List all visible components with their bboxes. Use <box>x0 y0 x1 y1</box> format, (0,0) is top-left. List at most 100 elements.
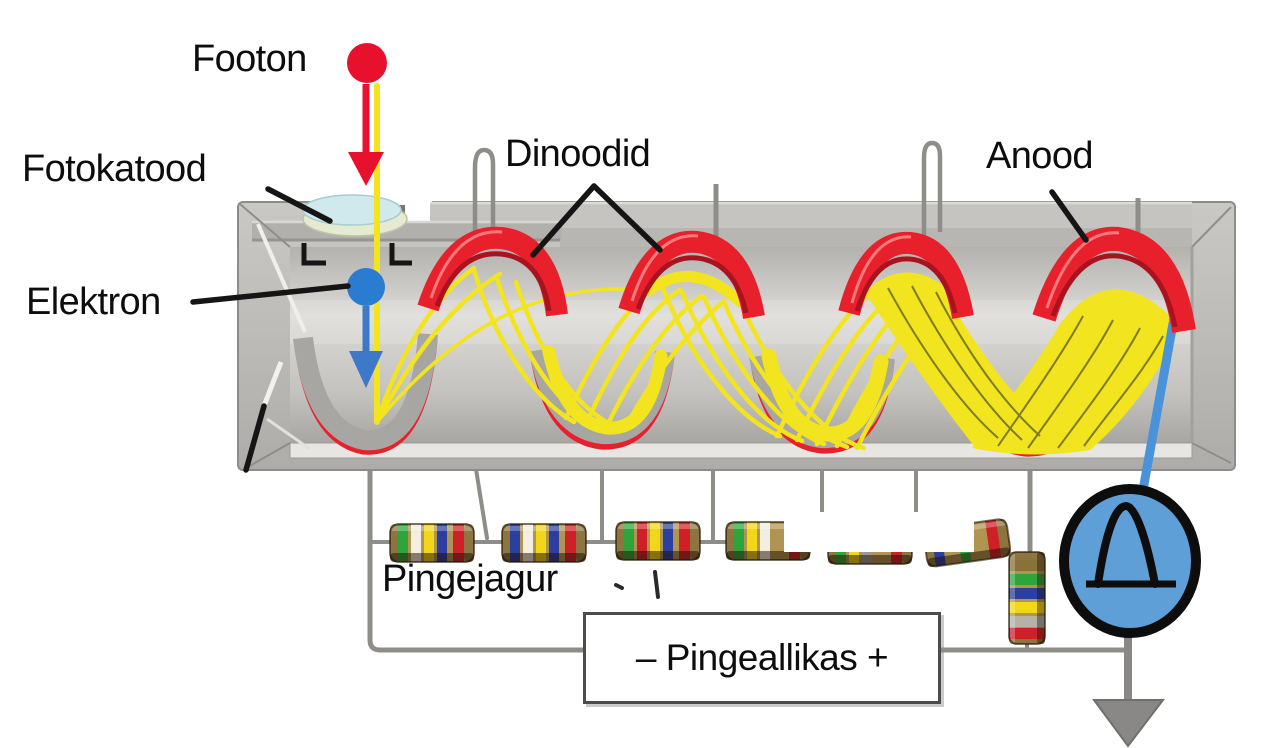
electron-dot <box>347 268 385 306</box>
anode-signal-line <box>1138 313 1179 495</box>
resistor-band <box>734 522 744 560</box>
dynode-1 <box>417 226 568 317</box>
glass-reflection-2 <box>261 361 284 407</box>
resistor-band <box>390 553 474 562</box>
resistor-band <box>501 523 587 563</box>
dynode-top-pins <box>472 140 1141 252</box>
anode-electrode <box>1032 226 1196 333</box>
output-pulse-scope <box>1059 484 1201 706</box>
resistor-band <box>424 524 434 562</box>
resistor-band <box>398 524 408 562</box>
resistor-band <box>726 551 810 560</box>
photon-arrow-head <box>348 152 384 186</box>
resistor-band <box>1009 552 1045 562</box>
resistor-band <box>624 522 634 560</box>
glass-reflection-1 <box>256 223 307 333</box>
resistor-band <box>502 524 512 562</box>
resistor-band <box>1008 551 1046 645</box>
resistor-band <box>390 524 400 562</box>
electron-arrow-head <box>349 351 383 388</box>
resistor-band <box>437 524 447 562</box>
resistor-band <box>523 524 533 562</box>
ground-icon <box>1092 699 1166 748</box>
anode-leader <box>1049 189 1089 243</box>
resistor-band <box>453 524 464 562</box>
electron-beams <box>374 83 1094 451</box>
resistor-band <box>663 522 673 560</box>
leader-lines <box>190 183 1089 305</box>
grid-bracket-marks <box>301 243 412 266</box>
resistor-band <box>565 524 576 562</box>
resistor-band <box>828 555 912 564</box>
pin-loop-1 <box>472 147 496 252</box>
electron-leader <box>190 283 351 305</box>
electron-marker <box>347 268 385 388</box>
resistor-band <box>1037 552 1045 644</box>
pulse-scope-icon <box>1059 484 1201 638</box>
resistor-band <box>637 522 647 560</box>
dynode-2 <box>618 230 765 320</box>
label-dynodes: Dinoodid <box>505 133 651 175</box>
resistor-band <box>1009 628 1045 639</box>
housing-leader-line <box>243 403 267 473</box>
resistor-band <box>650 522 660 560</box>
cup-lining-b3 <box>761 348 889 442</box>
bottom-dynode-1 <box>293 333 438 451</box>
resistor-band <box>1009 588 1045 599</box>
resistor-band <box>760 522 770 560</box>
resistor-band <box>927 547 1011 568</box>
stray-marks <box>614 570 660 599</box>
underside-lining-d2 <box>644 271 746 308</box>
pulse-curve <box>1094 501 1159 588</box>
pin-loop-3 <box>921 140 943 252</box>
label-photon: Footon <box>192 38 307 80</box>
resistor-band <box>616 551 700 560</box>
left-loop-wire <box>367 441 1130 653</box>
right-bevel-bottom <box>1191 442 1232 464</box>
top-dynodes <box>417 226 1196 333</box>
resistor-band <box>773 522 783 560</box>
left-bevel-bottom <box>245 442 291 469</box>
resistor-band <box>576 524 586 562</box>
dynodes-leader-right <box>591 183 663 253</box>
inner-bottom-lip <box>289 442 1193 459</box>
resistor-2 <box>501 523 587 563</box>
resistor-band <box>503 526 585 531</box>
ground-symbol <box>1092 699 1166 748</box>
dynodes-leader-left <box>530 183 597 258</box>
resistor-band <box>1010 553 1015 643</box>
white-patch <box>784 512 974 552</box>
resistor-band <box>536 524 546 562</box>
corner-bevel-light <box>266 417 311 451</box>
resistor-band <box>389 523 475 563</box>
label-voltage-divider: Pingejagur <box>382 558 558 600</box>
resistor-band <box>510 524 520 562</box>
left-bevel-top <box>239 203 291 248</box>
resistor-band <box>617 524 699 529</box>
resistor-band <box>411 524 421 562</box>
right-bevel-top <box>1191 206 1232 248</box>
resistor-band <box>726 522 736 560</box>
resistor-band <box>464 524 474 562</box>
resistor-band <box>1009 560 1045 571</box>
resistor-band <box>1009 602 1045 613</box>
label-electron: Elektron <box>26 281 161 323</box>
voltage-source-box: – Pingeallikas + <box>583 612 941 704</box>
label-anode: Anood <box>986 135 1093 177</box>
resistor-band <box>1009 574 1045 585</box>
resistor-vertical <box>1008 551 1046 645</box>
label-photocathode: Fotokatood <box>22 148 207 190</box>
photocathode-leader <box>265 186 333 224</box>
resistor-band <box>616 522 626 560</box>
resistor-band <box>391 526 473 531</box>
resistor-band <box>549 524 559 562</box>
resistor-band <box>615 521 701 561</box>
beam-streaks <box>887 285 1164 449</box>
resistor-band <box>679 522 690 560</box>
resistor-1 <box>389 523 475 563</box>
photon-marker <box>347 43 387 186</box>
photon-dot <box>347 43 387 83</box>
resistor-band <box>1009 616 1045 627</box>
